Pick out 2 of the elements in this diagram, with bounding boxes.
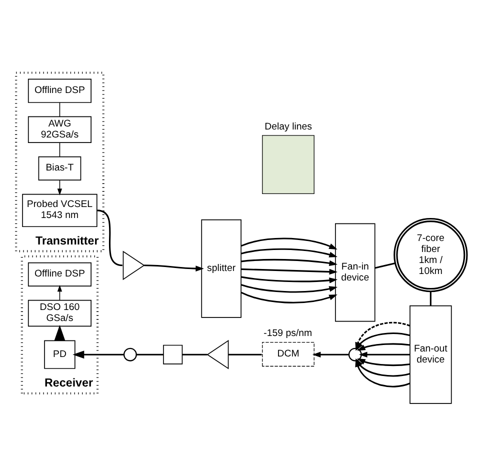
- node-label: Delay lines: [264, 122, 312, 133]
- node-label: -159 ps/nm: [264, 328, 312, 339]
